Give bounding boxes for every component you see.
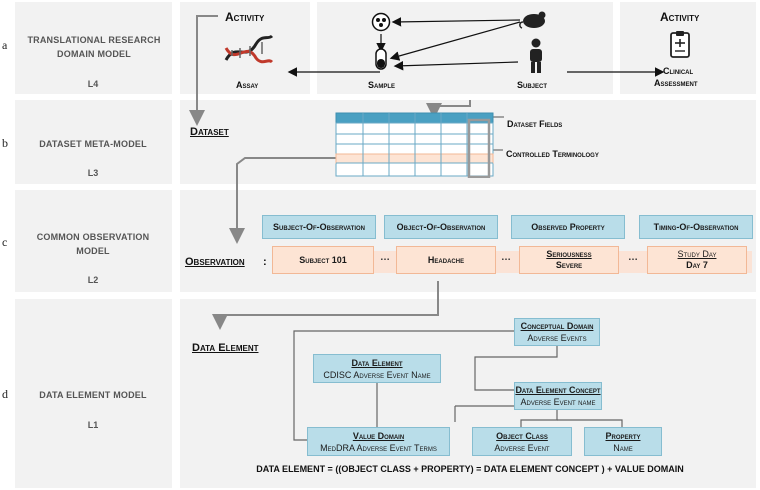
value-headache-text: Headache xyxy=(427,254,465,265)
observation-label: Observation xyxy=(185,256,245,268)
level-code-l2: L2 xyxy=(87,275,99,285)
object-class-title: Object Class xyxy=(496,430,548,441)
dataset-table xyxy=(335,112,494,178)
panel-d-left xyxy=(15,299,172,488)
row-letter-a: a xyxy=(2,38,8,52)
conceptual-domain-title: Conceptual Domain xyxy=(520,321,594,331)
value-domain-value: MedDRA Adverse Event Terms xyxy=(320,442,437,453)
value-domain-box: Value Domain MedDRA Adverse Event Terms xyxy=(307,427,450,456)
observation-colon: : xyxy=(263,256,267,268)
panel-b-left xyxy=(15,100,172,184)
value-seriousness-property: Seriousness xyxy=(546,249,592,259)
data-element-heading: Data Element xyxy=(192,342,259,354)
object-class-box: Object Class Adverse Event xyxy=(472,427,572,456)
conceptual-domain-box: Conceptual Domain Adverse Events xyxy=(514,318,600,346)
panel-c-left xyxy=(15,190,172,292)
header-object-of-observation: Object-Of-Observation xyxy=(384,215,498,239)
property-box: Property Name xyxy=(584,427,662,456)
level-title-l3: Dataset Meta-Model xyxy=(39,139,147,149)
data-element-box: Data Element CDISC Adverse Event Name xyxy=(313,354,441,383)
panel-a-activity xyxy=(180,2,310,94)
row-letter-c: c xyxy=(2,235,8,249)
header-subject-of-observation: Subject-Of-Observation xyxy=(262,215,376,239)
data-element-formula: DATA ELEMENT = ((OBJECT CLASS + PROPERTY… xyxy=(256,464,684,474)
row-letter-b: b xyxy=(2,136,8,150)
subject-label: Subject xyxy=(517,80,548,90)
subject-person-icon xyxy=(530,38,542,73)
value-subject-101: Subject 101 xyxy=(272,246,374,274)
data-element-value: CDISC Adverse Event Name xyxy=(323,369,431,380)
dataset-label: Dataset xyxy=(190,126,229,138)
header-timing-of-observation: Timing-Of-Observation xyxy=(639,215,753,239)
clipboard-icon xyxy=(670,31,690,58)
cell-icon xyxy=(371,12,391,32)
activity-label-left: Activity xyxy=(225,10,265,24)
conceptual-domain-value: Adverse Events xyxy=(527,333,587,343)
row-letter-d: d xyxy=(2,387,8,401)
panel-a-left xyxy=(15,2,172,94)
value-study-day: Study Day Day 7 xyxy=(647,246,747,274)
ellipsis-1: … xyxy=(380,252,390,263)
value-study-day-value: Day 7 xyxy=(686,260,708,270)
data-element-concept-box: Data Element Concept Adverse Event name xyxy=(514,382,602,410)
dataset-fields-label: Dataset Fields xyxy=(507,119,563,129)
value-seriousness-value: Severe xyxy=(555,260,583,270)
mouse-icon xyxy=(519,11,546,29)
level-title-l1: Data Element Model xyxy=(39,390,147,400)
value-study-day-property: Study Day xyxy=(677,249,717,259)
panel-c-right xyxy=(180,190,756,292)
level-code-l1: L1 xyxy=(87,420,99,430)
level-code-l4: L4 xyxy=(87,79,99,89)
level-title-l4: Translational Research Domain Model xyxy=(27,35,161,59)
property-value: Name xyxy=(613,442,633,453)
property-title: Property xyxy=(605,430,641,441)
activity-label-right: Activity xyxy=(660,10,700,24)
data-element-title: Data Element xyxy=(351,357,403,368)
data-element-concept-value: Adverse Event name xyxy=(520,397,596,407)
assay-label: Assay xyxy=(236,80,259,90)
data-element-concept-title: Data Element Concept xyxy=(515,385,601,395)
header-observed-property: Observed Property xyxy=(511,215,625,239)
value-domain-title: Value Domain xyxy=(352,430,405,441)
value-subject-101-text: Subject 101 xyxy=(299,254,347,265)
dna-icon xyxy=(224,34,274,64)
value-seriousness: Seriousness Severe xyxy=(519,246,619,274)
sample-label: Sample xyxy=(368,80,396,90)
test-tube-icon xyxy=(375,48,387,70)
level-title-l2: Common Observation Model xyxy=(36,232,150,256)
clinical-assessment-line1: Clinical xyxy=(663,66,694,76)
level-code-l3: L3 xyxy=(87,168,99,178)
ellipsis-2: … xyxy=(501,252,511,263)
clinical-assessment-line2: Assessment xyxy=(654,78,698,88)
value-headache: Headache xyxy=(396,246,496,274)
ellipsis-3: … xyxy=(628,252,638,263)
panel-a-subject xyxy=(317,2,613,94)
object-class-value: Adverse Event xyxy=(494,442,550,453)
controlled-terminology-label: Controlled Terminology xyxy=(506,149,599,159)
